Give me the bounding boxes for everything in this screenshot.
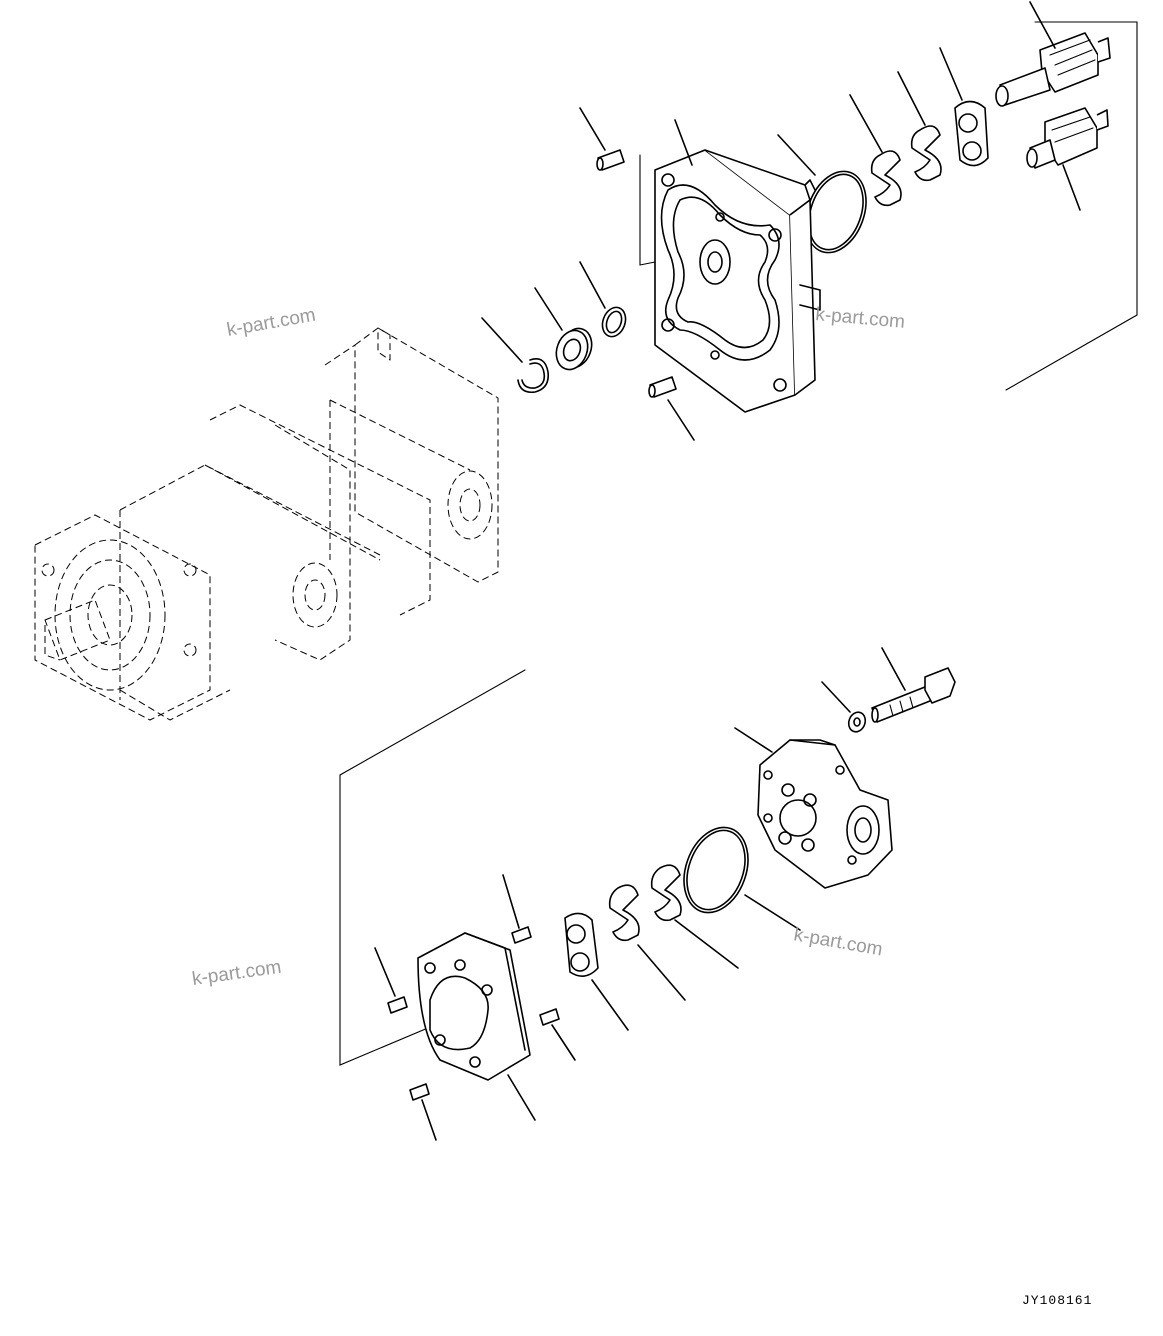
gear-housing [417,932,536,1121]
dowel-pin-lower-a [502,874,532,944]
dowel-pin-lower-c [539,1008,576,1061]
dowel-pin-upper-a [579,107,625,171]
watermark-2: k-part.com [815,304,906,333]
snap-ring [481,317,550,394]
flange-cover [654,119,821,413]
lower-group-frame [339,669,526,1066]
bearing [534,287,593,371]
bushing-plate-upper [939,47,989,167]
watermarks: k-part.com k-part.com k-part.com k-part.… [191,304,906,990]
backup-rings-lower [608,864,739,1001]
dowel-pin-upper-b [648,376,695,441]
drive-gear [995,1,1111,107]
drawing-code: JY108161 [1022,1293,1092,1308]
dowel-pin-lower-d [409,1083,437,1141]
bushing-plate-lower [564,912,629,1031]
watermark-4: k-part.com [792,924,884,960]
watermark-1: k-part.com [225,305,317,341]
pump-assembly-phantom [34,327,499,721]
small-o-ring [579,261,627,338]
watermark-3: k-part.com [191,957,283,990]
bolt [871,647,956,723]
washer [821,681,867,733]
dowel-pin-lower-b [374,947,408,1014]
backup-rings-upper [849,71,942,207]
o-ring-lower [683,826,801,931]
driven-gear [1026,107,1109,211]
rear-cover [734,727,893,889]
